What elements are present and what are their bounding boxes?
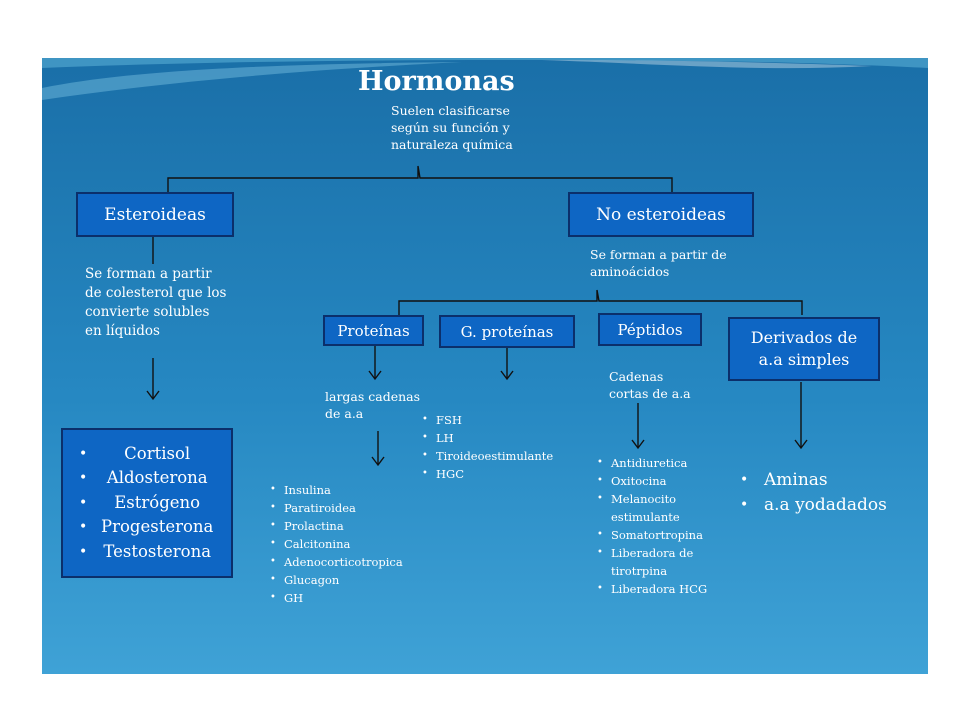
list-item: Glucagon [270, 571, 403, 589]
page-title: Hormonas [358, 66, 515, 97]
g-proteinas-label: G. proteínas [460, 322, 554, 341]
g-proteinas-box: G. proteínas [439, 315, 575, 348]
no-esteroideas-label: No esteroideas [596, 204, 726, 225]
proteinas-box: Proteínas [323, 315, 424, 346]
derivados-box: Derivados de a.a simples [728, 317, 880, 381]
list-item: Insulina [270, 481, 403, 499]
list-item: LH [422, 429, 553, 447]
diagram-connectors [146, 165, 808, 467]
description-line: de colesterol que los [85, 285, 227, 301]
brace-hormonas [167, 165, 673, 192]
g-proteinas-list: FSH LH Tiroideoestimulante HGC [422, 411, 553, 483]
derivados-label-line: Derivados de [750, 328, 858, 347]
esteroideas-list: Cortisol Aldosterona Estrógeno Progester… [79, 442, 213, 565]
list-item: Tiroideoestimulante [422, 447, 553, 465]
peptidos-box: Péptidos [598, 313, 702, 346]
esteroideas-list-box: Cortisol Aldosterona Estrógeno Progester… [61, 428, 233, 578]
esteroideas-description: Se forman a partir de colesterol que los… [85, 265, 226, 341]
description-line: en líquidos [85, 323, 160, 339]
subtitle-note: Suelen clasificarse según su función y n… [391, 102, 513, 153]
list-item: Calcitonina [270, 535, 403, 553]
peptidos-description: Cadenas cortas de a.a [609, 368, 691, 402]
list-item: Oxitocina [597, 472, 736, 490]
list-item: Testosterona [79, 540, 213, 565]
description-line: Se forman a partir [85, 266, 212, 282]
list-item: a.a yodadados [740, 493, 887, 518]
list-item: Estrógeno [79, 491, 213, 516]
description-line: largas cadenas [325, 389, 421, 404]
proteinas-list: Insulina Paratiroidea Prolactina Calcito… [270, 481, 403, 607]
list-item: Adenocorticotropica [270, 553, 403, 571]
list-item: Liberadora de tirotrpina [597, 544, 736, 580]
list-item: Melanocito estimulante [597, 490, 736, 526]
list-item: HGC [422, 465, 553, 483]
list-item: Liberadora HCG [597, 580, 736, 598]
esteroideas-label: Esteroideas [104, 204, 206, 225]
subtitle-line: naturaleza química [391, 137, 513, 152]
description-line: de a.a [325, 406, 364, 421]
list-item: Aldosterona [79, 466, 213, 491]
list-item: Somatortropina [597, 526, 736, 544]
list-item: Paratiroidea [270, 499, 403, 517]
decorative-swoosh [42, 58, 928, 100]
no-esteroideas-description: Se forman a partir de aminoácidos [590, 246, 727, 280]
list-item: Cortisol [79, 442, 213, 467]
list-item: Antidiuretica [597, 454, 736, 472]
peptidos-label: Péptidos [617, 320, 683, 339]
subtitle-line: según su función y [391, 120, 510, 135]
brace-no-esteroideas [398, 289, 803, 315]
derivados-list: Aminas a.a yodadados [740, 468, 887, 518]
description-line: Cadenas [609, 369, 664, 384]
list-item: Aminas [740, 468, 887, 493]
description-line: cortas de a.a [609, 386, 691, 401]
subtitle-line: Suelen clasificarse [391, 103, 510, 118]
description-line: convierte solubles [85, 304, 210, 320]
derivados-label-line: a.a simples [758, 350, 850, 369]
description-line: Se forman a partir de [590, 247, 727, 262]
peptidos-list: Antidiuretica Oxitocina Melanocito estim… [597, 454, 736, 598]
list-item: Prolactina [270, 517, 403, 535]
slide: Hormonas Suelen clasificarse según su fu… [42, 58, 928, 674]
proteinas-label: Proteínas [337, 321, 410, 340]
description-line: aminoácidos [590, 264, 670, 279]
list-item: Progesterona [79, 515, 213, 540]
list-item: GH [270, 589, 403, 607]
no-esteroideas-box: No esteroideas [568, 192, 754, 237]
esteroideas-box: Esteroideas [76, 192, 234, 237]
list-item: FSH [422, 411, 553, 429]
proteinas-description: largas cadenas de a.a [325, 388, 420, 422]
